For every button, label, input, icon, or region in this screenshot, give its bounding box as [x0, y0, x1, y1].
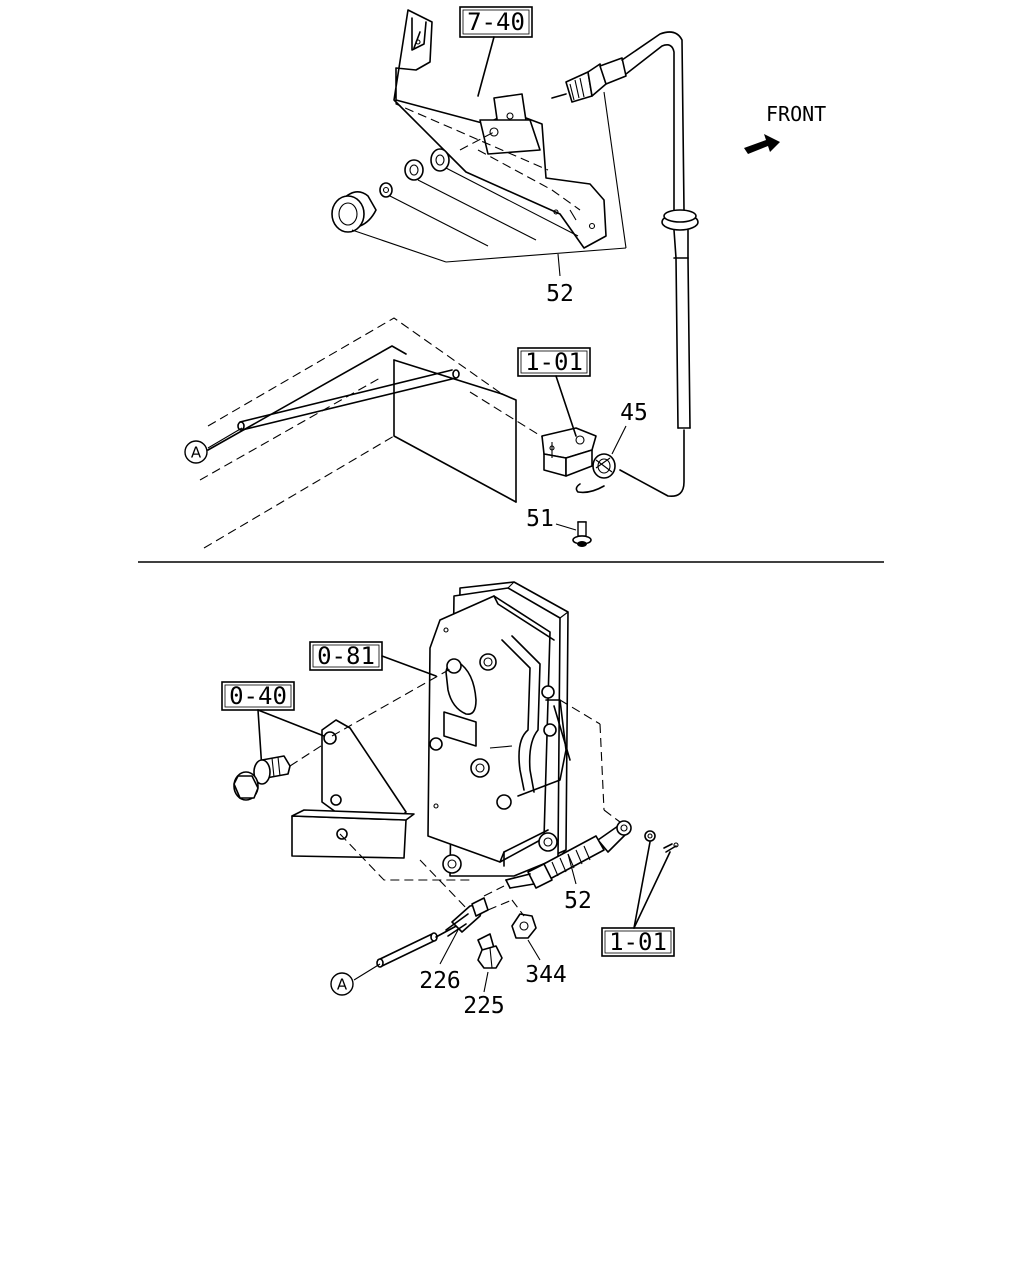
control-body: [427, 581, 571, 877]
upper-bracket: [393, 9, 607, 249]
connector-label-a-top: A: [191, 444, 202, 462]
ref-label-0-81: 0-81: [317, 642, 375, 670]
floor-panel: A: [184, 317, 545, 549]
part-number-52-top: 52: [546, 281, 574, 307]
part-number-45: 45: [620, 400, 648, 426]
clip-bolt-nut: [445, 897, 537, 969]
part-number-225: 225: [463, 993, 505, 1019]
ref-label-7-40: 7-40: [467, 8, 525, 36]
part-number-51: 51: [526, 506, 554, 532]
cable-clamp-bracket: [541, 427, 616, 494]
ref-box-0-40: 0-40: [221, 681, 325, 771]
ref-box-1-01-top: 1-01: [517, 347, 591, 437]
connector-mark-a-bottom: [330, 972, 354, 996]
ref-label-1-01-bottom: 1-01: [609, 928, 667, 956]
connector-label-a-bottom: A: [337, 976, 348, 994]
part-number-52-bottom: 52: [564, 888, 592, 914]
front-indicator: FRONT: [744, 102, 826, 154]
ref-box-7-40: 7-40: [459, 6, 533, 97]
ref-box-0-81: 0-81: [309, 641, 437, 677]
part-number-344: 344: [525, 962, 567, 988]
top-assembly: 7-40: [184, 6, 826, 549]
pedal-arm: [291, 667, 471, 913]
front-arrow-icon: [744, 134, 780, 154]
ref-label-0-40: 0-40: [229, 682, 287, 710]
bottom-assembly: 0-81 0-40: [221, 581, 679, 1019]
connector-mark-a-top: [184, 440, 208, 464]
cable-end-fitting: [551, 31, 699, 498]
lower-cable: [483, 699, 679, 897]
grommet-washers: 52: [331, 91, 627, 307]
front-label: FRONT: [766, 102, 826, 126]
ref-box-1-01-bottom: 1-01: [601, 841, 675, 957]
bolt-51: 51: [526, 506, 592, 547]
pivot-bolt: [233, 743, 325, 801]
ref-label-1-01-top: 1-01: [525, 348, 583, 376]
pin-a-bottom: A: [330, 923, 461, 996]
part-number-226: 226: [419, 968, 461, 994]
